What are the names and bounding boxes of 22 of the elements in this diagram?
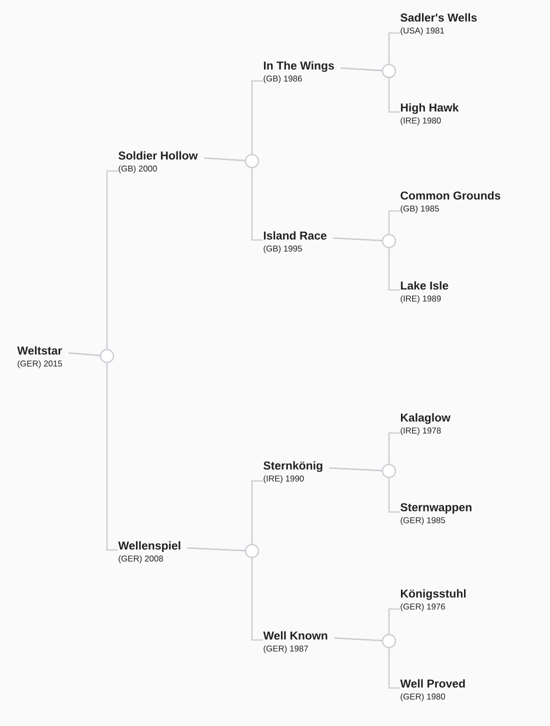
pedigree-entry: Weltstar (GER) 2015: [17, 346, 62, 368]
pedigree-entry: Soldier Hollow (GB) 2000: [118, 151, 198, 174]
pedigree-entry: Kalaglow (IRE) 1978: [400, 413, 451, 436]
pedigree-entry: Sternwappen (GER) 1985: [400, 503, 472, 525]
pedigree-entry: Wellenspiel (GER) 2008: [118, 541, 180, 564]
pedigree-entry: Lake Isle (IRE) 1989: [400, 281, 448, 304]
connector-line: [333, 237, 400, 291]
connector-line: [329, 467, 400, 513]
pedigree-entry: Well Known (GER) 1987: [263, 631, 328, 654]
connector-line: [204, 157, 263, 241]
pedigree-entry: In The Wings (GB) 1986: [264, 61, 334, 84]
connector-line: [334, 637, 400, 689]
connector-line: [68, 352, 118, 551]
connector-line: [340, 67, 400, 113]
pedigree-entry: High Hawk (IRE) 1980: [400, 103, 459, 126]
pedigree-entry: Sternkönig (IRE) 1990: [264, 461, 322, 484]
pedigree-entry: Common Grounds (GB) 1985: [400, 191, 500, 214]
connector-line: [187, 547, 263, 641]
pedigree-entry: Königsstuhl (GER) 1976: [400, 589, 466, 612]
pedigree-entry: Well Proved (GER) 1980: [400, 679, 465, 702]
pedigree-entry: Island Race (GB) 1995: [264, 231, 326, 254]
pedigree-entry: Sadler's Wells (USA) 1981: [400, 13, 477, 36]
